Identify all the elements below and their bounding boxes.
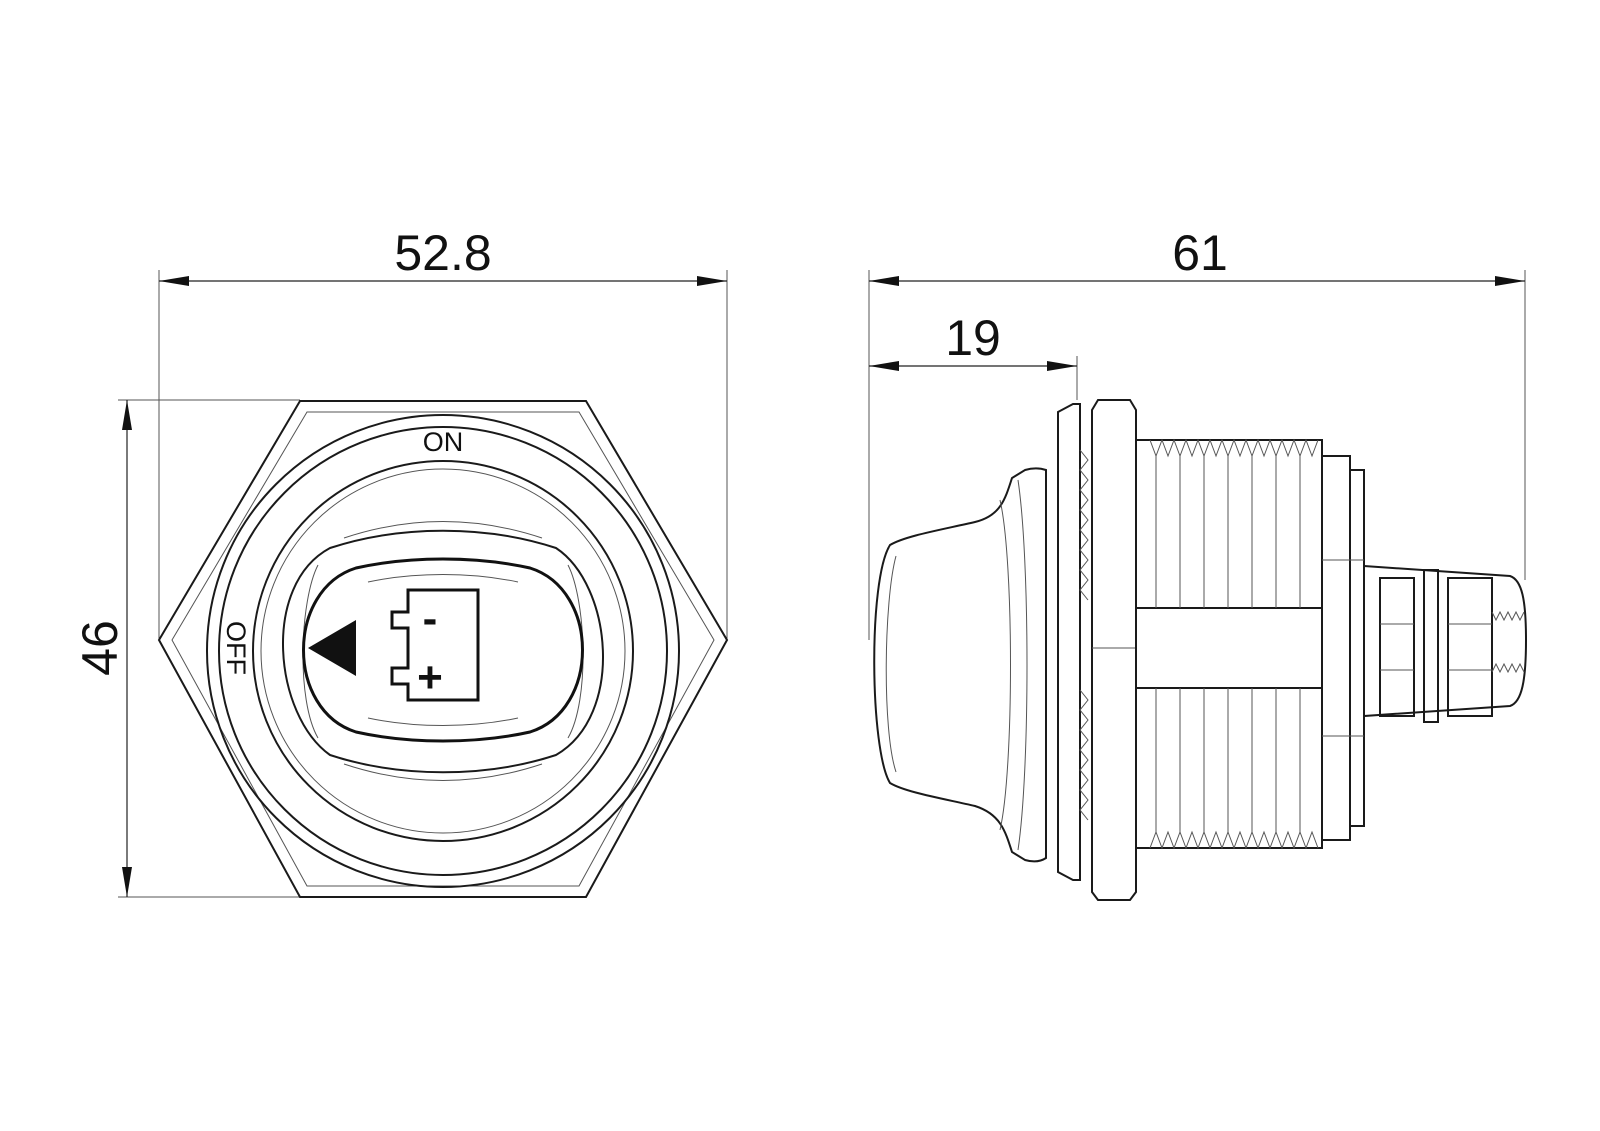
side-length-dimension: 61 — [869, 225, 1525, 286]
side-length-value: 61 — [1172, 225, 1228, 281]
off-label: OFF — [221, 621, 251, 675]
dial-ring — [252, 460, 634, 842]
on-label: ON — [423, 427, 464, 457]
battery-minus-label: - — [423, 594, 438, 643]
front-height-value: 46 — [72, 620, 128, 676]
knob-outer-outline — [282, 529, 604, 774]
knob-cap-profile — [873, 467, 1047, 863]
outer-ring — [206, 414, 680, 888]
knob-grip-face — [302, 557, 584, 743]
front-width-value: 52.8 — [394, 225, 491, 281]
front-view: 52.8 46 — [72, 225, 729, 898]
body-lock-nut — [1321, 455, 1365, 841]
front-height-dimension: 46 — [72, 400, 132, 897]
pointer-triangle-icon — [308, 620, 356, 676]
dial-inner-ring — [260, 468, 626, 834]
battery-plus-label: + — [417, 653, 443, 702]
front-width-dimension: 52.8 — [159, 225, 727, 286]
side-view: 61 19 — [868, 225, 1528, 901]
knob-depth-dimension: 19 — [869, 310, 1077, 371]
hex-nut-chamfer — [171, 411, 715, 887]
battery-icon: - + — [390, 588, 480, 702]
mounting-plates — [1057, 399, 1137, 901]
knob-depth-value: 19 — [945, 310, 1001, 366]
rotary-knob — [282, 521, 604, 781]
threaded-body — [1079, 438, 1323, 850]
flange-ring — [218, 426, 668, 876]
terminal-stud — [1363, 564, 1528, 723]
hex-nut-outline — [157, 400, 729, 898]
